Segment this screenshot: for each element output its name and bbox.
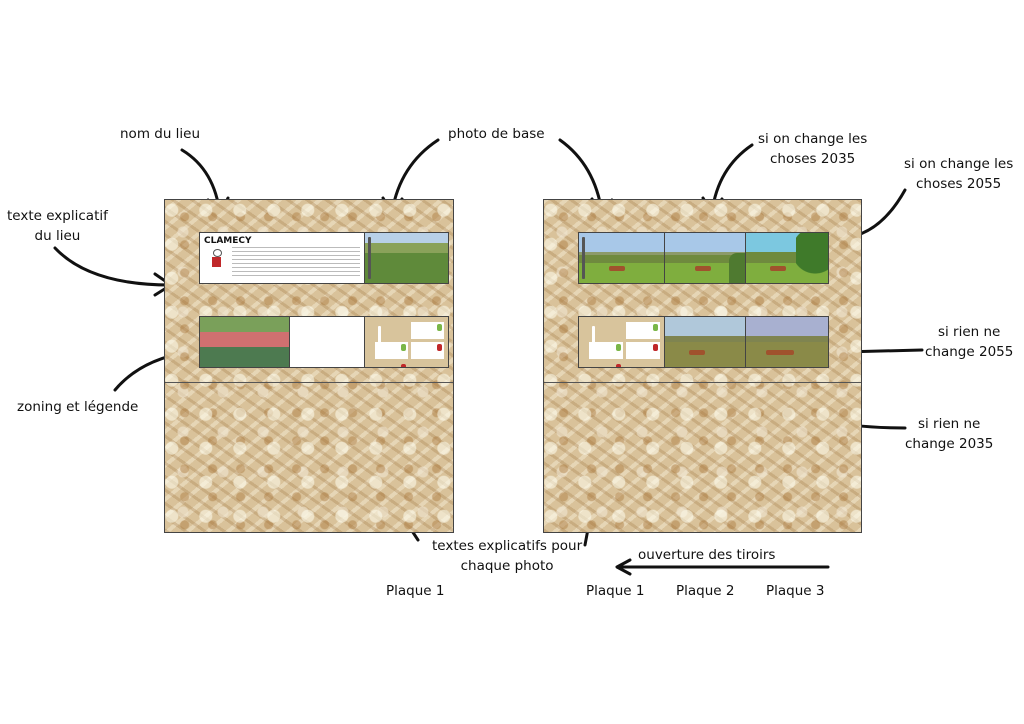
label-change-2055: si on change les choses 2055 xyxy=(904,154,1013,194)
label-line: textes explicatifs pour xyxy=(432,538,583,554)
legend-box xyxy=(289,317,364,367)
panel-right xyxy=(543,199,862,533)
character-body xyxy=(212,257,221,267)
photo-nochange-2035 xyxy=(664,317,745,367)
label-line: choses 2055 xyxy=(915,176,1002,192)
caption-plaque-1: Plaque 1 xyxy=(586,583,645,599)
label-line: si rien ne xyxy=(937,324,1001,340)
place-description-text xyxy=(232,247,360,279)
cows xyxy=(689,350,705,355)
photo-texts xyxy=(579,317,664,367)
zoning-map xyxy=(200,317,289,367)
cows xyxy=(770,266,786,271)
arrow-ouverture xyxy=(615,558,830,576)
photo-nochange-2055 xyxy=(745,317,828,367)
label-textes-explicatifs: textes explicatifs pour chaque photo xyxy=(432,536,582,576)
caption-plaque-3: Plaque 3 xyxy=(766,583,825,599)
label-texte-explicatif: texte explicatif du lieu xyxy=(7,206,108,246)
label-line: du lieu xyxy=(34,228,81,244)
label-line: texte explicatif xyxy=(7,208,108,224)
character-head xyxy=(213,249,222,257)
label-line: si on change les xyxy=(904,156,1014,172)
tree xyxy=(796,233,828,283)
label-line: choses 2035 xyxy=(769,151,856,167)
label-line: si rien ne xyxy=(917,416,981,432)
arrow-texte-explicatif xyxy=(53,246,173,297)
label-nom-du-lieu: nom du lieu xyxy=(120,126,201,142)
label-rien-2035: si rien ne change 2035 xyxy=(905,414,993,454)
strip-top: CLAMECY xyxy=(199,232,449,284)
pull-handle xyxy=(368,237,371,279)
strip-bottom xyxy=(199,316,449,368)
strip-nochange xyxy=(578,316,829,368)
photo-change-2055 xyxy=(745,233,828,283)
cows xyxy=(609,266,625,271)
label-photo-de-base: photo de base xyxy=(448,126,545,142)
pull-handle xyxy=(378,326,381,343)
place-text-box: CLAMECY xyxy=(200,233,364,283)
cows xyxy=(766,350,794,355)
caption-plaque-2: Plaque 2 xyxy=(676,583,735,599)
photo-texts xyxy=(364,317,448,367)
base-photo xyxy=(364,233,448,283)
strip-change xyxy=(578,232,829,284)
label-line: chaque photo xyxy=(460,558,554,574)
place-name: CLAMECY xyxy=(204,236,252,246)
photo-change-2035 xyxy=(664,233,745,283)
label-line: change 2055 xyxy=(925,344,1014,360)
pull-handle xyxy=(592,326,595,343)
drawer-divider xyxy=(165,382,453,383)
hedge xyxy=(729,253,745,283)
cows xyxy=(695,266,711,271)
label-ouverture: ouverture des tiroirs xyxy=(638,547,776,563)
panel-left: CLAMECY xyxy=(164,199,454,533)
label-rien-2055: si rien ne change 2055 xyxy=(925,322,1013,362)
drawer-divider xyxy=(544,382,861,383)
photo-base xyxy=(579,233,664,283)
label-line: change 2035 xyxy=(905,436,994,452)
label-zoning: zoning et légende xyxy=(17,399,139,415)
pull-handle xyxy=(582,237,585,279)
label-line: si on change les xyxy=(758,131,868,147)
label-change-2035: si on change les choses 2035 xyxy=(758,129,867,169)
caption-plaque-1-left: Plaque 1 xyxy=(386,583,445,599)
